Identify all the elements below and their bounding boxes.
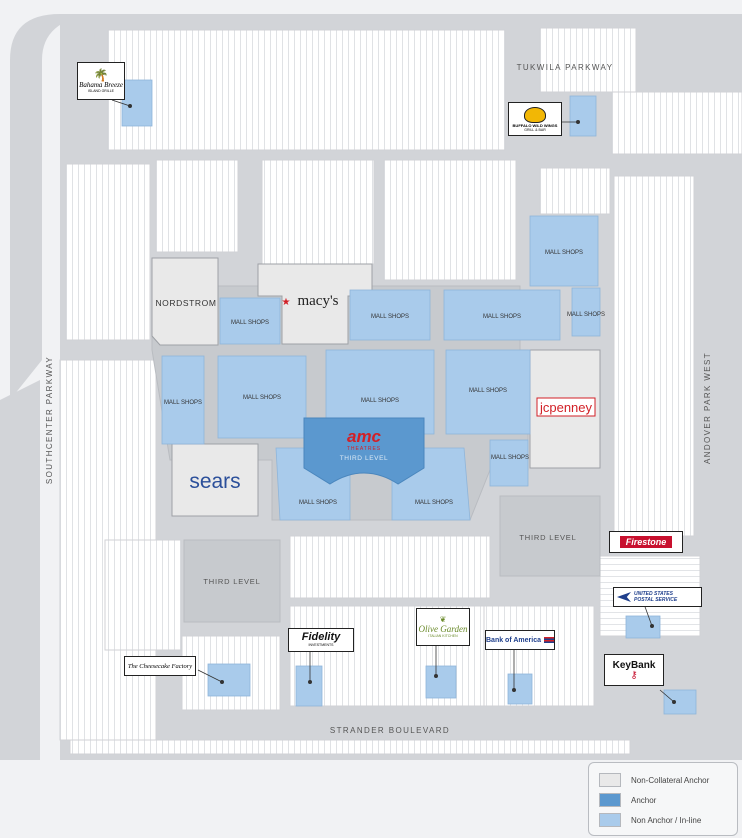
olive-branch-icon: ❦ — [439, 615, 447, 624]
svg-text:MALL SHOPS: MALL SHOPS — [361, 398, 399, 404]
firestone-logo: Firestone — [609, 531, 683, 553]
buffalo-icon — [524, 106, 546, 123]
parking-lots — [59, 27, 742, 755]
amc-building — [303, 417, 425, 485]
fidelity-logo: Fidelity INVESTMENTS — [288, 628, 354, 652]
amc-label: amc — [347, 427, 382, 446]
legend-item-non-collateral: Non-Collateral Anchor — [599, 773, 709, 787]
keybank-logo: KeyBank ⚷ — [604, 654, 664, 686]
olive-garden-logo: ❦ Olive Garden ITALIAN KITCHEN — [416, 608, 470, 646]
map-legend: Non-Collateral Anchor Anchor Non Anchor … — [588, 762, 738, 836]
legend-item-non-anchor: Non Anchor / In-line — [599, 813, 701, 827]
pad-pointers — [111, 99, 677, 705]
macys-building — [257, 263, 373, 345]
svg-text:MALL SHOPS: MALL SHOPS — [299, 500, 337, 506]
usps-logo: UNITED STATES POSTAL SERVICE — [613, 587, 702, 607]
jcpenney-label: jcpenney — [539, 400, 593, 415]
buffalo-wild-wings-logo: BUFFALO WILD WINGS GRILL & BAR — [508, 102, 562, 136]
flag-icon — [543, 637, 554, 643]
jcpenney-logo-box — [536, 397, 596, 417]
svg-text:MALL SHOPS: MALL SHOPS — [491, 455, 529, 461]
non-collateral-anchors — [151, 257, 601, 623]
amc-level-label: THIRD LEVEL — [340, 455, 389, 462]
mall-shop-labels: MALL SHOPS MALL SHOPS MALL SHOPS MALL SH… — [164, 250, 605, 506]
third-level-south-label: THIRD LEVEL — [203, 577, 260, 586]
sears-label: sears — [189, 470, 240, 493]
legend-swatch — [599, 793, 621, 807]
eagle-icon — [617, 592, 631, 602]
svg-text:MALL SHOPS: MALL SHOPS — [164, 400, 202, 406]
svg-text:MALL SHOPS: MALL SHOPS — [415, 500, 453, 506]
bank-of-america-logo: Bank of America — [485, 630, 555, 650]
sears-building — [171, 443, 259, 517]
key-icon: ⚷ — [630, 669, 638, 681]
nordstrom-label: NORDSTROM — [155, 298, 216, 308]
legend-item-anchor: Anchor — [599, 793, 656, 807]
legend-swatch — [599, 813, 621, 827]
third-level-east-label: THIRD LEVEL — [519, 533, 576, 542]
svg-text:MALL SHOPS: MALL SHOPS — [483, 314, 521, 320]
third-level-east-building — [499, 495, 601, 577]
nordstrom-building — [151, 257, 219, 346]
macys-star-icon: ★ — [282, 297, 291, 308]
legend-swatch — [599, 773, 621, 787]
road-label-andover: ANDOVER PARK WEST — [703, 352, 712, 464]
cheesecake-factory-logo: The Cheesecake Factory — [124, 656, 196, 676]
palm-tree-icon: 🌴 — [93, 68, 109, 82]
third-level-south-building — [183, 539, 281, 623]
road-label-tukwila: TUKWILA PARKWAY — [517, 63, 614, 72]
svg-text:MALL SHOPS: MALL SHOPS — [469, 388, 507, 394]
bahama-breeze-logo: 🌴 Bahama Breeze ISLAND GRILLE — [77, 62, 125, 100]
svg-text:MALL SHOPS: MALL SHOPS — [231, 320, 269, 326]
road-label-southcenter: SOUTHCENTER PARKWAY — [45, 356, 54, 484]
svg-text:MALL SHOPS: MALL SHOPS — [567, 312, 605, 318]
svg-text:MALL SHOPS: MALL SHOPS — [243, 395, 281, 401]
svg-text:MALL SHOPS: MALL SHOPS — [545, 250, 583, 256]
road-label-strander: STRANDER BOULEVARD — [330, 726, 450, 735]
amc-sub-label: THEATRES — [347, 446, 381, 452]
svg-text:MALL SHOPS: MALL SHOPS — [371, 314, 409, 320]
macys-label: macy's — [297, 293, 338, 309]
